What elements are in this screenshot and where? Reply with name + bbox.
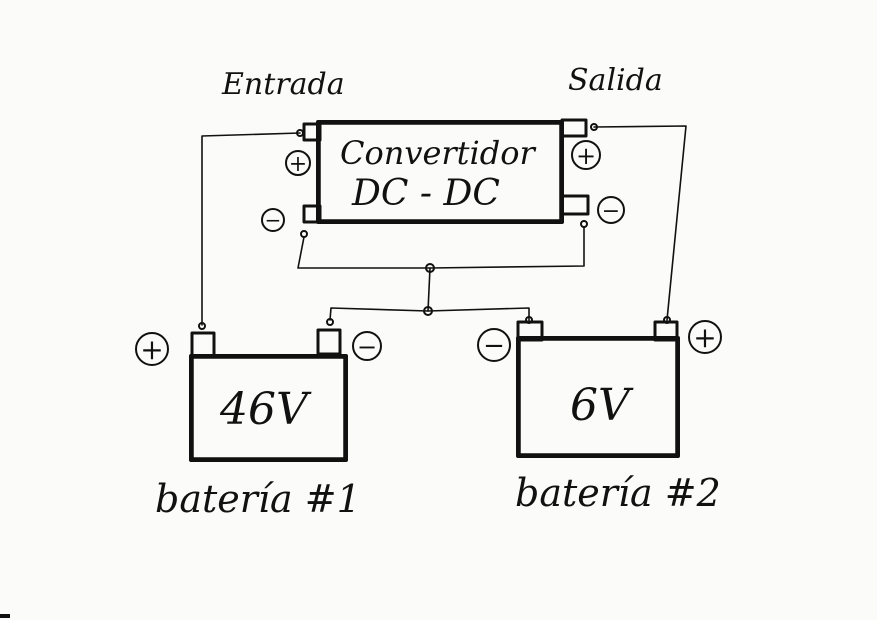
battery-1-minus-symbol: − — [352, 331, 382, 361]
battery-2-minus-symbol: − — [477, 328, 511, 362]
battery-1-plus-symbol: + — [135, 332, 169, 366]
battery-2 — [516, 316, 680, 458]
svg-text:+: + — [140, 333, 163, 366]
wires — [201, 125, 687, 326]
input-label: Entrada — [221, 67, 345, 102]
svg-text:+: + — [576, 142, 596, 170]
battery-2-name: batería #2 — [515, 471, 721, 515]
converter-title: Convertidor — [340, 134, 537, 172]
svg-text:+: + — [693, 321, 716, 354]
converter-output-plus-symbol: + — [571, 140, 601, 170]
battery-2-voltage: 6V — [570, 380, 634, 431]
battery-1-voltage: 46V — [219, 384, 312, 435]
battery-1-name: batería #1 — [155, 477, 361, 521]
svg-text:+: + — [289, 152, 307, 177]
converter-output-minus-terminal — [560, 194, 590, 228]
converter-output-minus-symbol: − — [597, 196, 625, 224]
battery-1 — [189, 318, 348, 462]
converter-subtitle: DC - DC — [351, 173, 500, 214]
battery-2-plus-symbol: + — [688, 320, 722, 354]
svg-text:−: − — [483, 331, 505, 361]
svg-text:−: − — [602, 199, 620, 224]
converter-input-plus-symbol: + — [285, 150, 311, 177]
converter-output-plus-terminal — [560, 118, 598, 138]
svg-text:−: − — [265, 208, 282, 232]
converter-input-minus-symbol: − — [261, 208, 285, 232]
svg-text:−: − — [357, 333, 377, 361]
output-label: Salida — [568, 63, 663, 98]
corner-mark — [0, 614, 10, 618]
converter-box — [316, 120, 564, 224]
